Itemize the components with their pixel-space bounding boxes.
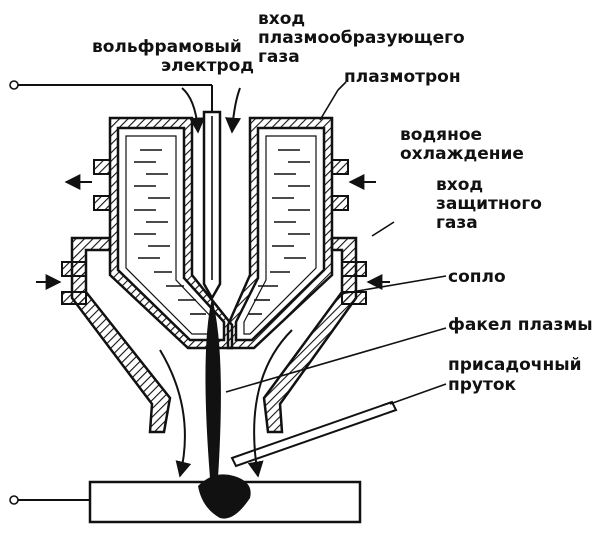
torch-leader (225, 327, 447, 393)
label-filler: присадочный пруток (448, 355, 587, 395)
filler-rod (230, 400, 398, 468)
electrode-wire (9, 80, 213, 112)
nozzle-leader (339, 275, 447, 295)
weld-pool (198, 474, 251, 519)
plasma-torch (205, 298, 221, 478)
label-plasmatron: плазмотрон (344, 67, 461, 87)
plasma-gas-arrow-left (181, 87, 206, 134)
workpiece-wire (9, 495, 90, 505)
label-nozzle: сопло (448, 267, 506, 287)
cooling-ports (93, 159, 349, 211)
filler-leader (389, 383, 447, 405)
label-shield-gas: вход защитного газа (436, 175, 548, 233)
shield-gas-ports (61, 261, 367, 305)
right-cooling-jacket (226, 116, 334, 350)
left-water-dashes (134, 149, 206, 315)
label-plasma-gas: вход плазмообразующего газа (258, 9, 471, 67)
label-torch: факел плазмы (448, 315, 593, 335)
leader-lines (225, 81, 447, 405)
left-outer-nozzle (70, 236, 172, 434)
shield-flow-left (159, 349, 192, 478)
plasma-gas-arrow-right (225, 87, 242, 134)
shield-gas-leader (371, 221, 395, 237)
label-cooling: водяное охлаждение (400, 125, 524, 164)
flow-arrows (36, 87, 390, 478)
plasmatron-leader (319, 89, 339, 121)
right-water-dashes (248, 149, 310, 315)
shield-flow-right (247, 329, 293, 478)
label-electrode: вольфрамовый электрод (92, 37, 254, 76)
right-outer-nozzle (262, 236, 358, 434)
